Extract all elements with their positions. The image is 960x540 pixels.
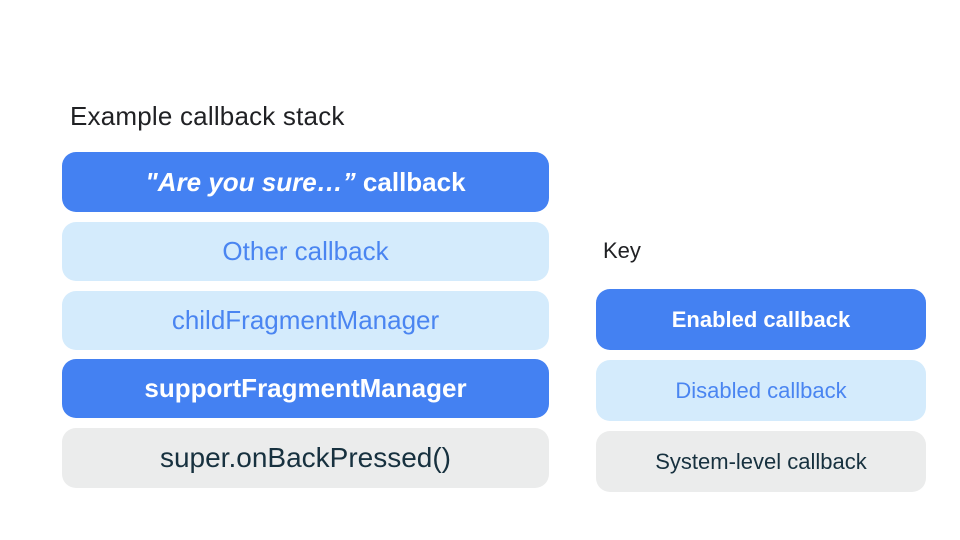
key-item-label: System-level callback xyxy=(655,448,867,474)
stack-item-label-rest: callback xyxy=(355,166,466,197)
stack-item-label: Other callback xyxy=(222,236,389,266)
stack-item-other-callback: Other callback xyxy=(62,222,549,281)
key-item-disabled-callback: Disabled callback xyxy=(596,360,926,421)
key-item-label: Disabled callback xyxy=(675,377,847,403)
key-item-enabled-callback: Enabled callback xyxy=(596,289,926,350)
stack-item-are-you-sure-callback: "Are you sure…” callback xyxy=(62,152,549,212)
stack-item-label: super.onBackPressed() xyxy=(159,442,452,473)
key-item-label: Enabled callback xyxy=(671,306,851,332)
stack-item-label: supportFragmentManager xyxy=(144,373,467,403)
key-title: Key xyxy=(603,238,641,263)
stack-item-super-on-back-pressed: super.onBackPressed() xyxy=(62,428,549,488)
stack-item-label: childFragmentManager xyxy=(171,305,440,335)
page-title: Example callback stack xyxy=(70,101,345,131)
key-item-system-level-callback: System-level callback xyxy=(596,431,926,492)
stack-item-support-fragment-manager: supportFragmentManager xyxy=(62,359,549,418)
stack-item-label-italic: "Are you sure…” xyxy=(145,166,356,197)
stack-item-child-fragment-manager: childFragmentManager xyxy=(62,291,549,350)
